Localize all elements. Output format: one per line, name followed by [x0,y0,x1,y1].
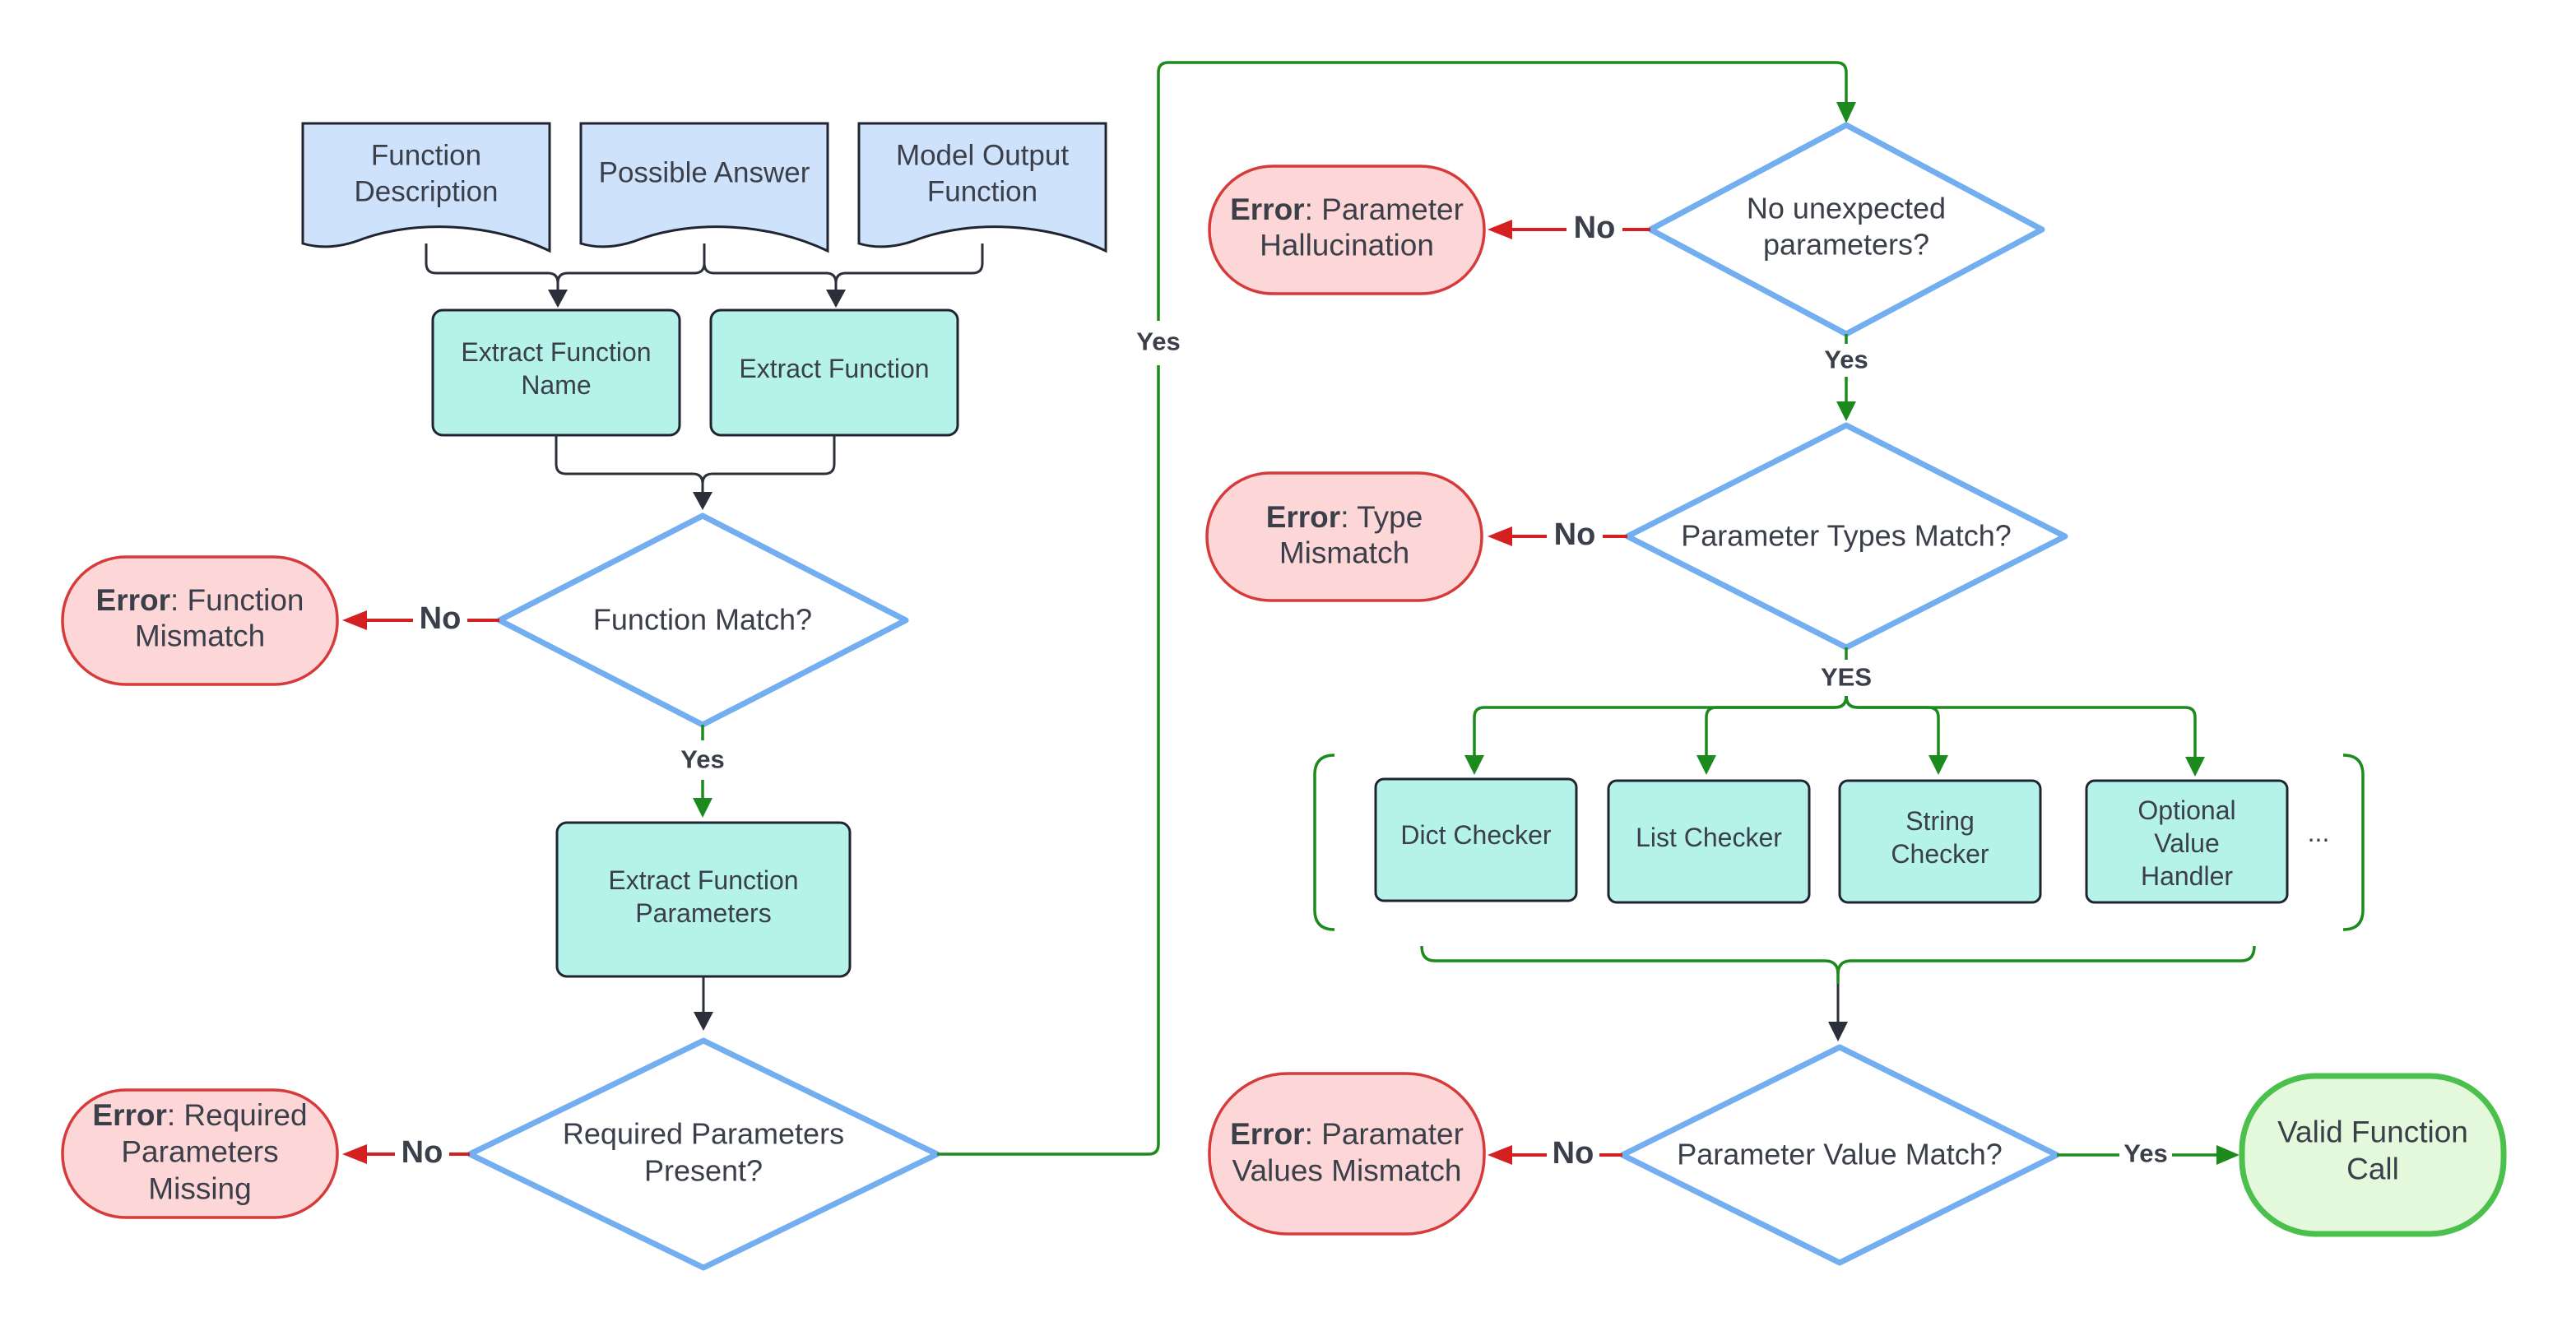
edge-label-no: No [420,601,462,636]
error-line-1: Error: Required [92,1098,307,1132]
error-required-missing: Error: Required Parameters Missing [61,1088,339,1219]
decision-text: Parameter Types Match? [1681,519,2012,553]
box-line: Name [521,370,591,400]
doc-line: Description [354,176,498,208]
terminal-valid-function-call: Valid Function Call [2239,1073,2507,1237]
error-line-2: Hallucination [1260,229,1434,262]
error-text: : Required [167,1098,308,1132]
checkers-group-bracket [1313,754,2365,984]
connector-docs-to-extract [425,243,984,308]
error-values-mismatch: Error: Paramater Values Mismatch [1208,1072,1486,1236]
error-line-1: Error: Parameter [1230,192,1464,226]
error-bold: Error [96,583,170,617]
error-function-mismatch: Error: Function Mismatch [61,555,339,686]
decision-no-unexpected: No unexpected parameters? [1647,122,2045,337]
terminal-line: Valid Function [2277,1115,2468,1149]
error-line-1: Error: Type [1266,500,1423,534]
error-type-mismatch: Error: Type Mismatch [1205,471,1483,602]
doc-line: Possible Answer [599,157,810,189]
edge-label-no: No [1574,211,1616,245]
connector-extract-to-function-match [555,435,836,510]
decision-text: Parameter Value Match? [1677,1138,2003,1171]
error-text: : Type [1340,500,1423,534]
doc-line: Model Output [896,140,1069,172]
edge-function-match-no: No [342,601,499,636]
error-text: : Paramater [1305,1117,1464,1151]
edge-types-no: No [1488,517,1627,552]
more-checkers-ellipsis: ... [2308,818,2330,847]
error-line-2: Mismatch [135,619,265,653]
edge-required-no: No [342,1135,470,1170]
box-line: Optional [2137,795,2235,825]
edge-required-yes: Yes [937,61,1856,1156]
error-line-3: Missing [148,1172,251,1206]
box-line: Value [2154,828,2219,858]
error-bold: Error [92,1098,166,1132]
decision-text: parameters? [1763,228,1929,262]
edge-unexpected-no: No [1488,211,1650,245]
connector-checkers-to-value-match [1828,984,1848,1041]
box-line: Handler [2141,861,2233,891]
string-checker-box: String Checker [1838,779,2042,904]
box-line: Checker [1891,839,1989,869]
error-text: : Parameter [1305,192,1464,226]
decision-text: Function Match? [593,603,812,637]
edge-value-yes: Yes [2057,1139,2239,1168]
box-line: Dict Checker [1400,820,1552,850]
decision-types-match: Parameter Types Match? [1624,422,2068,651]
box-line: Extract Function [461,337,651,367]
edge-label-no: No [1553,1136,1594,1171]
terminal-line: Call [2346,1152,2399,1186]
error-line-2: Mismatch [1279,536,1409,570]
optional-value-handler-box: Optional Value Handler [2085,779,2289,904]
doc-line: Function [371,140,481,172]
edge-label-no: No [401,1135,443,1170]
box-line: Extract Function [739,354,929,383]
input-possible-answer: Possible Answer [579,122,829,253]
dict-checker-box: Dict Checker [1374,777,1578,902]
connector-params-to-required [694,976,713,1031]
edge-label-yes: Yes [1824,346,1868,374]
error-bold: Error [1230,192,1304,226]
error-text: : Function [170,583,304,617]
decision-function-match: Function Match? [496,512,909,728]
box-line: Extract Function [608,865,798,895]
decision-text: No unexpected [1747,192,1946,225]
decision-text: Required Parameters [563,1117,844,1151]
extract-function-name-box: Extract Function Name [431,308,681,437]
decision-value-match: Parameter Value Match? [1619,1044,2060,1266]
input-function-description: Function Description [301,122,551,253]
error-line-1: Error: Function [96,583,304,617]
edge-label-no: No [1554,517,1596,552]
error-line-1: Error: Paramater [1230,1117,1464,1151]
error-hallucination: Error: Parameter Hallucination [1208,165,1486,295]
decision-text: Present? [644,1154,763,1188]
box-line: String [1905,806,1975,836]
extract-function-parameters-box: Extract Function Parameters [555,821,852,978]
decision-required-present: Required Parameters Present? [466,1037,940,1271]
error-line-2: Parameters [121,1135,278,1169]
box-line: Parameters [635,898,771,928]
extract-function-box: Extract Function [709,308,959,437]
doc-line: Function [927,176,1037,208]
error-bold: Error [1266,500,1340,534]
edge-label-yes: Yes [680,745,724,774]
edge-label-yes: Yes [2123,1139,2167,1168]
error-bold: Error [1230,1117,1304,1151]
edge-label-yes: Yes [1136,327,1180,356]
edge-label-yes-caps: YES [1821,663,1872,692]
edge-unexpected-yes: Yes [1824,334,1868,421]
connector-types-to-checkers [1464,647,2205,777]
list-checker-box: List Checker [1607,779,1811,904]
error-line-2: Values Mismatch [1232,1154,1462,1188]
edge-function-match-yes: Yes [680,725,725,818]
box-line: List Checker [1636,823,1782,852]
edge-value-no: No [1488,1136,1622,1171]
input-model-output: Model Output Function [857,122,1107,253]
